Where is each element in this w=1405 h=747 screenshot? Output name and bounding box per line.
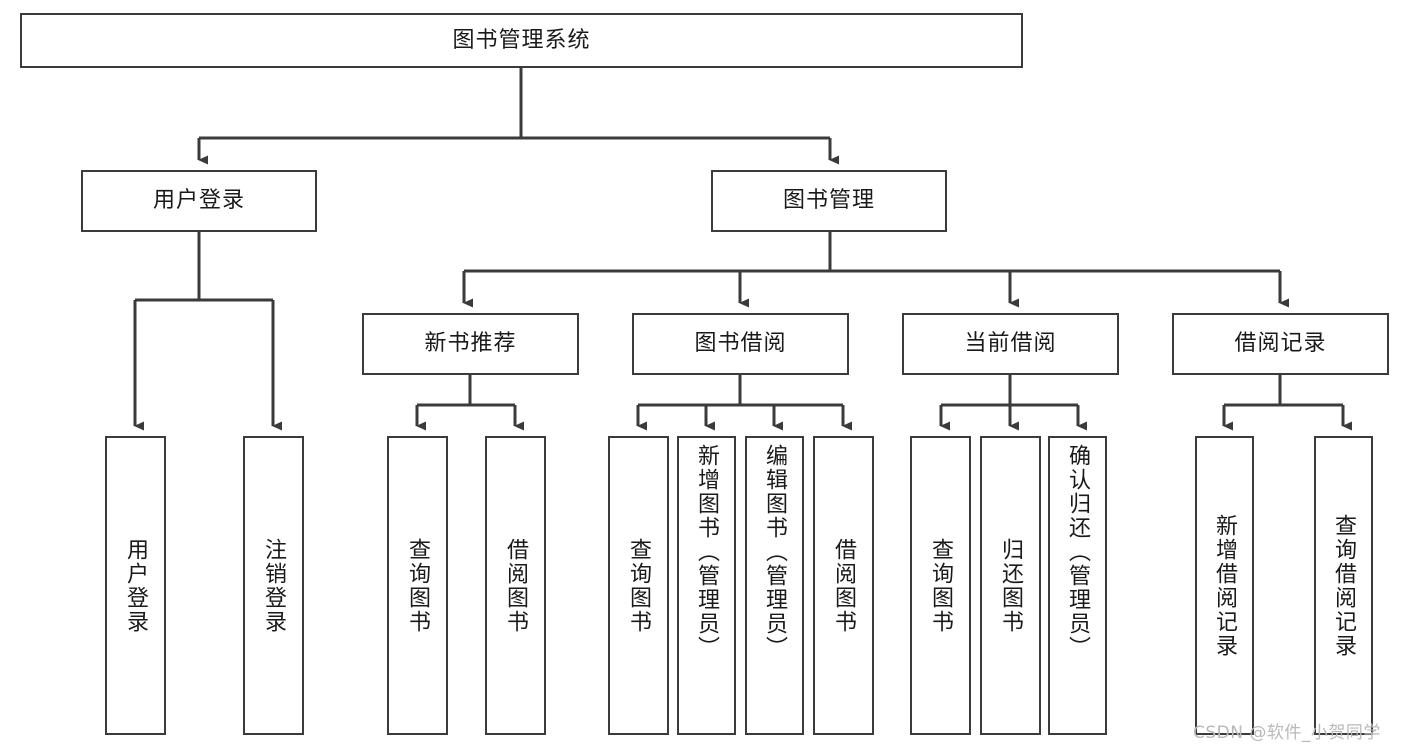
node-label: 归还图书 (998, 537, 1024, 634)
node-root-book-management-system[interactable]: 图书管理系统 (20, 13, 1023, 68)
node-label: 新增借阅记录 (1212, 513, 1238, 658)
node-label: 注销登录 (261, 537, 287, 634)
node-label: 新书推荐 (424, 331, 517, 357)
node-label: 确认归还（管理员） (1065, 444, 1091, 660)
node-new-book-recommendation[interactable]: 新书推荐 (362, 313, 579, 375)
node-label: 借阅记录 (1234, 331, 1327, 357)
node-label: 查询借阅记录 (1331, 513, 1357, 658)
leaf-current-borrow-confirm-return-admin[interactable]: 确认归还（管理员） (1048, 436, 1107, 735)
node-label: 借阅图书 (831, 537, 857, 634)
leaf-book-borrow-query-book[interactable]: 查询图书 (608, 436, 669, 735)
leaf-current-borrow-query-book[interactable]: 查询图书 (910, 436, 971, 735)
node-label: 查询图书 (626, 537, 652, 634)
node-label: 查询图书 (405, 537, 431, 634)
csdn-watermark: CSDN @软件_小贺同学 (1193, 723, 1381, 743)
leaf-borrow-record-query-record[interactable]: 查询借阅记录 (1314, 436, 1373, 735)
node-borrow-record[interactable]: 借阅记录 (1172, 313, 1389, 375)
leaf-current-borrow-return-book[interactable]: 归还图书 (980, 436, 1041, 735)
node-label: 图书管理 (782, 188, 875, 214)
leaf-new-book-borrow-book[interactable]: 借阅图书 (485, 436, 546, 735)
leaf-book-borrow-edit-book-admin[interactable]: 编辑图书（管理员） (745, 436, 804, 735)
leaf-borrow-record-add-record[interactable]: 新增借阅记录 (1195, 436, 1254, 735)
node-label: 新增图书（管理员） (694, 444, 720, 660)
node-label: 查询图书 (928, 537, 954, 634)
leaf-book-borrow-borrow-book[interactable]: 借阅图书 (813, 436, 874, 735)
node-label: 图书管理系统 (452, 27, 591, 53)
node-book-management[interactable]: 图书管理 (711, 170, 947, 232)
node-label: 图书借阅 (694, 331, 787, 357)
node-label: 用户登录 (123, 537, 149, 634)
node-current-borrow[interactable]: 当前借阅 (902, 313, 1119, 375)
node-label: 编辑图书（管理员） (762, 444, 788, 660)
node-book-borrow[interactable]: 图书借阅 (632, 313, 849, 375)
leaf-user-login-logout[interactable]: 注销登录 (243, 436, 304, 735)
node-label: 用户登录 (152, 188, 245, 214)
leaf-book-borrow-add-book-admin[interactable]: 新增图书（管理员） (677, 436, 736, 735)
node-label: 当前借阅 (964, 331, 1057, 357)
leaf-user-login-login[interactable]: 用户登录 (105, 436, 166, 735)
node-label: 借阅图书 (503, 537, 529, 634)
node-user-login[interactable]: 用户登录 (81, 170, 317, 232)
leaf-new-book-query-book[interactable]: 查询图书 (387, 436, 448, 735)
